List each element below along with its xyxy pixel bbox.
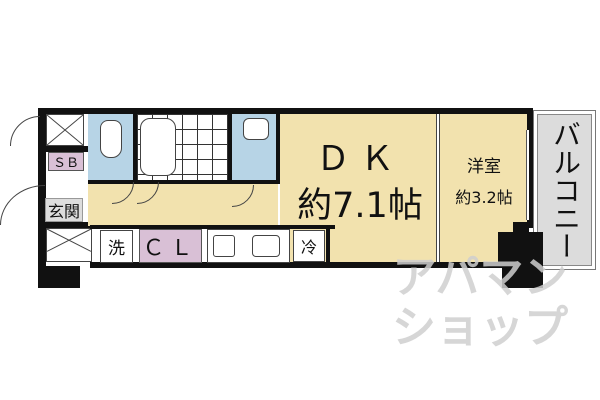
- western-name: 洋室: [467, 156, 501, 177]
- column: [498, 232, 543, 262]
- watermark-line1: アパマン: [392, 252, 568, 303]
- toilet-icon: [100, 120, 122, 158]
- column: [502, 262, 543, 288]
- fridge-label: 冷: [293, 230, 325, 262]
- western-size: 約3.2帖: [455, 188, 513, 207]
- wall: [46, 222, 90, 228]
- right-wall: [527, 108, 533, 228]
- window: [526, 130, 529, 220]
- wall: [326, 228, 330, 262]
- washer-label: 洗: [100, 230, 133, 263]
- top-wall: [40, 108, 532, 114]
- wall: [90, 225, 335, 229]
- sink-icon: [243, 118, 269, 140]
- storage-box: [46, 114, 84, 146]
- balcony-label: バルコニー: [549, 120, 582, 260]
- stove-icon: [213, 235, 235, 257]
- entrance-label: 玄関: [45, 198, 83, 222]
- bottom-wall: [90, 262, 535, 268]
- dk-size: 約7.1帖: [297, 185, 423, 226]
- wall: [46, 146, 88, 152]
- wall: [88, 180, 280, 184]
- shoe-box-label: ＳＢ: [48, 152, 84, 171]
- sliding-door[interactable]: [436, 114, 440, 262]
- wall: [276, 114, 280, 184]
- wall: [228, 114, 232, 184]
- dk-name: ＤＫ: [316, 138, 404, 179]
- closet-label: ＣＬ: [139, 229, 202, 263]
- wall: [133, 114, 137, 184]
- kitchen-sink-icon: [252, 235, 280, 257]
- column: [513, 222, 529, 234]
- watermark-line2: ショップ: [392, 302, 568, 353]
- balcony-frame: [533, 110, 596, 270]
- bathtub-icon: [140, 118, 176, 176]
- kitchen-counter: [207, 229, 290, 263]
- storage-box-lower: [46, 228, 92, 262]
- pipe-space: [38, 266, 80, 288]
